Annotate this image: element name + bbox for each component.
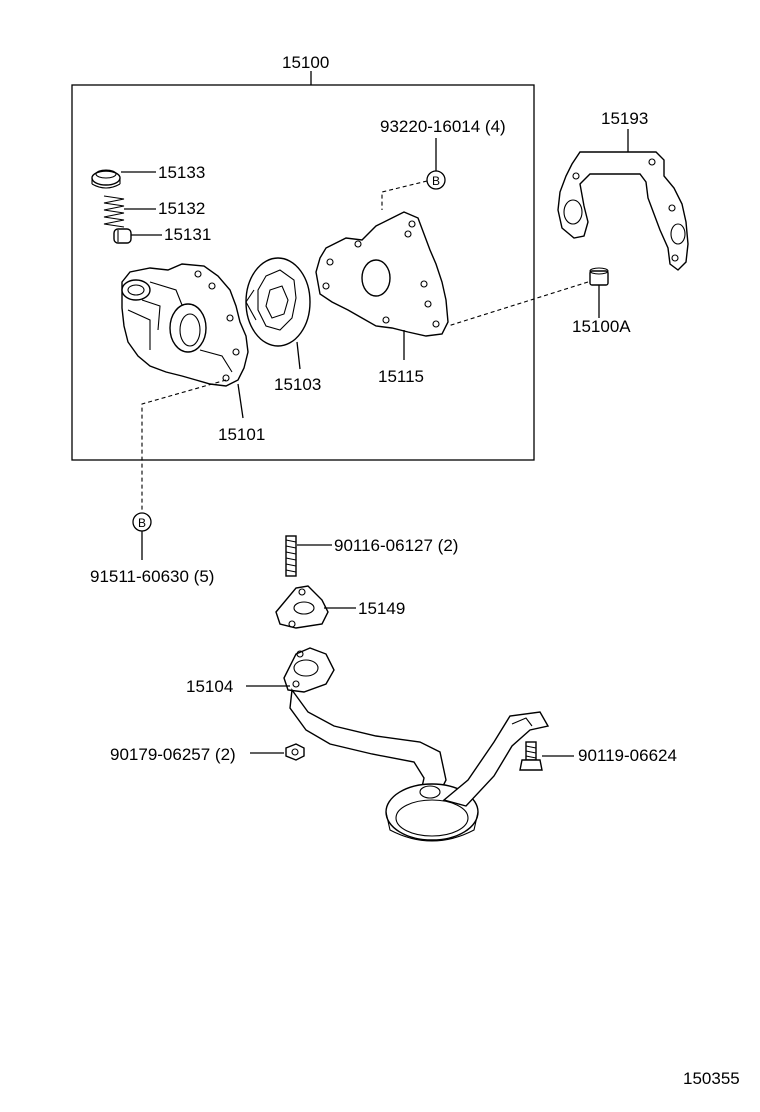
assembly-boundary-box xyxy=(71,84,535,461)
label-90119-06624: 90119-06624 xyxy=(578,746,677,765)
rotor-set-part xyxy=(245,257,311,347)
label-93220-16014: 93220-16014 (4) xyxy=(380,117,506,136)
relief-valve-part xyxy=(113,228,132,244)
relief-spring-part xyxy=(103,195,125,228)
pump-body-part xyxy=(121,263,249,387)
label-15115: 15115 xyxy=(378,367,424,386)
pin-part xyxy=(589,267,609,286)
ref-b-top-circle xyxy=(426,170,446,190)
label-15100a: 15100A xyxy=(572,317,631,336)
strainer-gasket-part xyxy=(275,585,329,629)
label-90116-06127: 90116-06127 (2) xyxy=(334,536,458,555)
strainer-bolt-part xyxy=(519,741,543,771)
dashed-b-bottom xyxy=(141,379,227,512)
label-15101: 15101 xyxy=(218,425,265,444)
leader-15103 xyxy=(296,341,301,370)
nut-part xyxy=(285,743,305,761)
label-15149: 15149 xyxy=(358,599,405,618)
dashed-b-top xyxy=(381,180,428,210)
label-assembly-15100: 15100 xyxy=(282,53,329,72)
diagram-code: 150355 xyxy=(683,1069,740,1088)
relief-plug-part xyxy=(91,169,121,189)
label-91511-60630: 91511-60630 (5) xyxy=(90,567,214,586)
label-15132: 15132 xyxy=(158,199,205,218)
ref-b-bottom: B xyxy=(138,516,146,530)
strainer-part xyxy=(283,647,550,842)
pump-cover-part xyxy=(315,211,449,337)
leader-15101 xyxy=(237,383,244,419)
label-15104: 15104 xyxy=(186,677,233,696)
ref-b-top: B xyxy=(432,174,440,188)
dashed-pin-link xyxy=(447,281,589,327)
label-15193: 15193 xyxy=(601,109,648,128)
label-90179-06257: 90179-06257 (2) xyxy=(110,745,236,764)
label-15103: 15103 xyxy=(274,375,321,394)
label-15133: 15133 xyxy=(158,163,205,182)
stud-part xyxy=(285,535,297,577)
gasket-part xyxy=(557,151,689,271)
label-15131: 15131 xyxy=(164,225,211,244)
